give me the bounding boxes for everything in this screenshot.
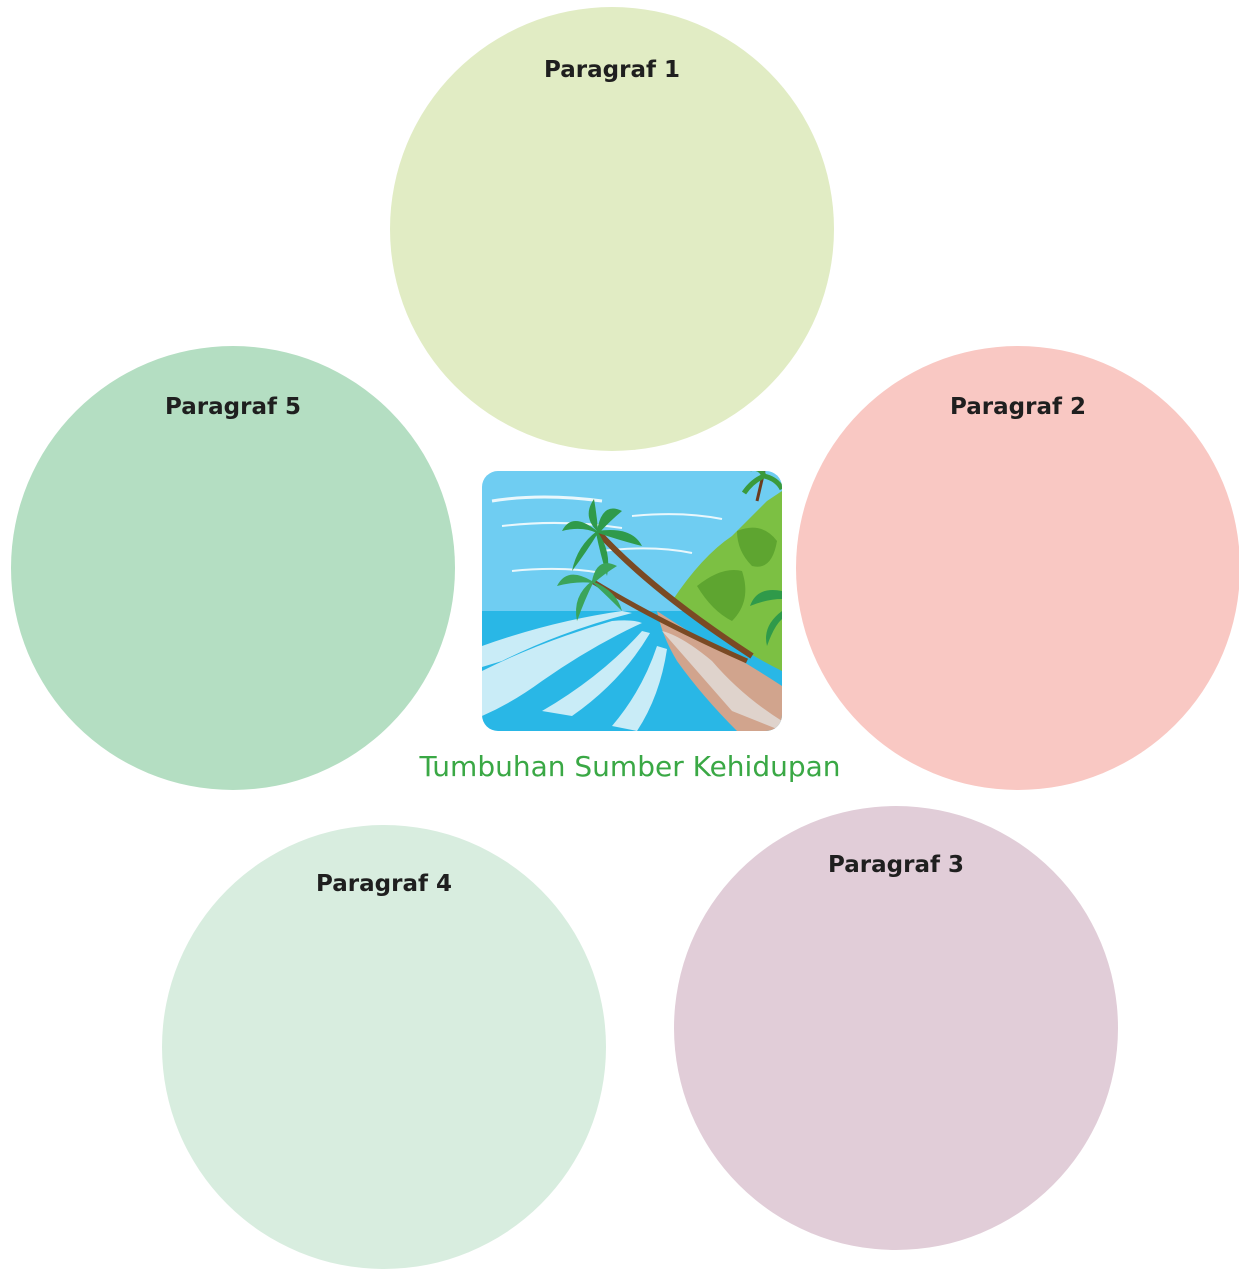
paragraph-label-4: Paragraf 4 [316,871,452,897]
paragraph-circle-3: Paragraf 3 [674,806,1118,1250]
center-title: Tumbuhan Sumber Kehidupan [419,750,841,783]
paragraph-label-2: Paragraf 2 [950,394,1086,420]
beach-palm-icon [482,471,782,731]
paragraph-circle-5: Paragraf 5 [11,346,455,790]
paragraph-label-5: Paragraf 5 [165,394,301,420]
paragraph-circle-2: Paragraf 2 [796,346,1239,790]
paragraph-circle-4: Paragraf 4 [162,825,606,1269]
paragraph-label-3: Paragraf 3 [828,852,964,878]
paragraph-label-1: Paragraf 1 [544,57,680,83]
tropical-beach-illustration [482,471,782,731]
paragraph-circle-1: Paragraf 1 [390,7,834,451]
